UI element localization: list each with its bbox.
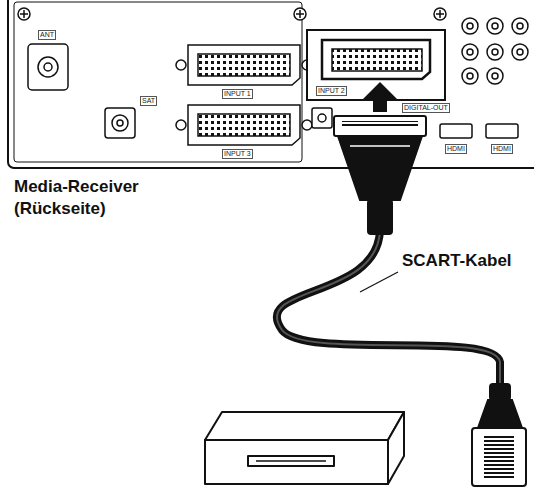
rca-jacks (492, 73, 498, 79)
rca-jacks (492, 49, 498, 55)
cable-caption: SCART-Kabel (402, 250, 512, 272)
port-label: INPUT 1 (222, 89, 253, 99)
scart-plug (350, 145, 410, 147)
optical-and-hdmi-ports (486, 124, 518, 138)
video-recorder (248, 456, 334, 466)
receiver-panel (8, 0, 534, 168)
antenna-socket (105, 108, 135, 138)
port-label: DIGITAL-OUT (402, 103, 450, 113)
scart-plug (368, 200, 392, 234)
rca-jacks (517, 49, 523, 55)
screw (18, 8, 30, 20)
port-label: HDMI (445, 144, 467, 154)
scart-plug (478, 400, 522, 428)
antenna-socket (44, 63, 52, 71)
leader-line (360, 272, 398, 292)
antenna-socket (28, 44, 68, 90)
scart-socket (176, 60, 186, 70)
port-label: SAT (140, 96, 157, 106)
rca-jacks (512, 44, 528, 60)
scart-socket (198, 54, 290, 76)
scart-socket (176, 120, 186, 130)
optical-and-hdmi-ports (440, 124, 472, 138)
scart-socket (176, 45, 312, 145)
plug-arrow (362, 82, 398, 112)
scart-plug (334, 116, 426, 234)
port-label: INPUT 3 (222, 149, 253, 159)
video-recorder (205, 412, 404, 440)
scart-socket-target (322, 40, 430, 79)
rca-jacks (467, 49, 473, 55)
receiver-panel (8, 0, 534, 168)
rca-jacks (462, 18, 528, 84)
scart-plug (490, 384, 510, 400)
video-recorder (205, 440, 388, 484)
video-recorder (256, 460, 326, 462)
rca-jacks (487, 18, 503, 34)
rca-jacks (462, 18, 478, 34)
device-caption: Media-Receiver (Rückseite) (14, 176, 164, 220)
screw (436, 10, 444, 18)
optical-and-hdmi-ports (318, 114, 326, 122)
plug-arrow (362, 82, 398, 112)
scart-plug (338, 136, 422, 200)
antenna-socket (117, 120, 123, 126)
screw (434, 8, 446, 20)
scart-socket (188, 105, 300, 145)
antenna-socket (28, 44, 135, 138)
scart-socket-target (332, 49, 422, 71)
scart-socket (302, 120, 312, 130)
port-label: ANT (38, 30, 56, 40)
port-label: HDMI (491, 144, 513, 154)
rca-jacks (492, 23, 498, 29)
antenna-socket (112, 115, 128, 131)
rca-jacks (517, 23, 523, 29)
video-recorder (388, 412, 404, 484)
port-label: INPUT 2 (316, 86, 347, 96)
receiver-panel (14, 2, 302, 162)
scart-plug (484, 436, 514, 478)
scart-plug (334, 116, 426, 136)
rca-jacks (467, 73, 473, 79)
antenna-socket (38, 57, 58, 77)
scart-plug (342, 121, 418, 127)
rca-jacks (462, 68, 478, 84)
scart-plug (472, 384, 526, 486)
rca-jacks (487, 68, 503, 84)
screw (18, 8, 446, 20)
video-recorder (205, 412, 404, 484)
scart-socket (188, 45, 300, 85)
scart-socket (198, 114, 290, 136)
screw (296, 10, 304, 18)
screw (20, 10, 28, 18)
optical-and-hdmi-ports (312, 108, 332, 128)
scart-plug (472, 428, 526, 486)
leader-line (360, 272, 398, 292)
screw (294, 8, 306, 20)
rca-jacks (462, 44, 478, 60)
rca-jacks (512, 18, 528, 34)
rca-jacks (467, 23, 473, 29)
rca-jacks (487, 44, 503, 60)
